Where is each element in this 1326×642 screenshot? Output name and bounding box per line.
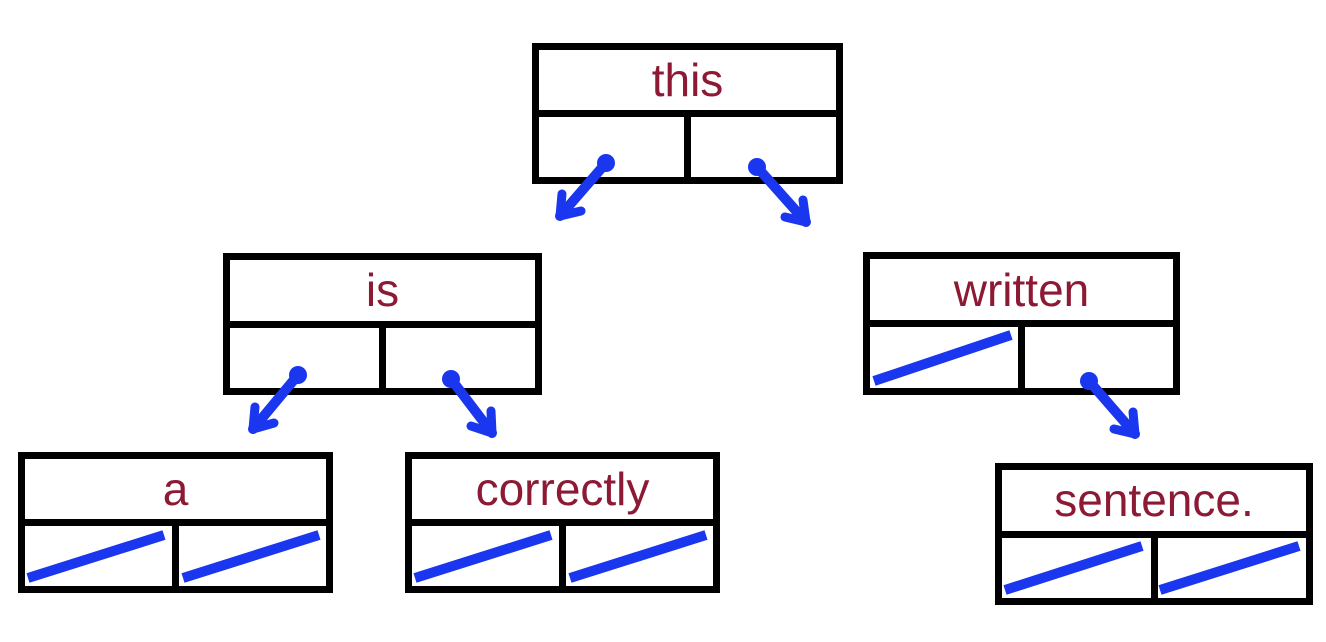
left-pointer-cell xyxy=(1002,537,1158,598)
left-pointer-cell xyxy=(539,117,691,177)
right-pointer-cell xyxy=(691,117,836,177)
node-word: a xyxy=(25,459,326,526)
left-pointer-cell xyxy=(25,526,179,586)
right-pointer-cell xyxy=(1158,538,1307,599)
tree-node-sentence: sentence. xyxy=(995,463,1313,605)
right-pointer-cell xyxy=(566,526,713,586)
right-pointer-cell xyxy=(386,328,535,389)
right-pointer-cell xyxy=(179,526,326,586)
left-pointer-cell xyxy=(870,327,1025,388)
tree-node-is: is xyxy=(223,253,542,395)
node-word: is xyxy=(230,260,535,328)
node-word: this xyxy=(539,50,836,117)
pointer-row xyxy=(412,526,713,586)
left-pointer-cell xyxy=(230,327,386,388)
node-word: written xyxy=(870,259,1173,327)
node-word: sentence. xyxy=(1002,470,1306,538)
node-word: correctly xyxy=(412,459,713,526)
tree-node-written: written xyxy=(863,252,1180,395)
pointer-row xyxy=(539,117,836,177)
tree-node-correctly: correctly xyxy=(405,452,720,593)
tree-node-this: this xyxy=(532,43,843,184)
pointer-row xyxy=(1002,537,1307,599)
right-pointer-cell xyxy=(1025,327,1173,388)
pointer-row xyxy=(870,327,1173,388)
pointer-row xyxy=(25,526,326,586)
tree-node-a: a xyxy=(18,452,333,593)
left-pointer-cell xyxy=(412,526,566,586)
pointer-row xyxy=(230,327,535,389)
